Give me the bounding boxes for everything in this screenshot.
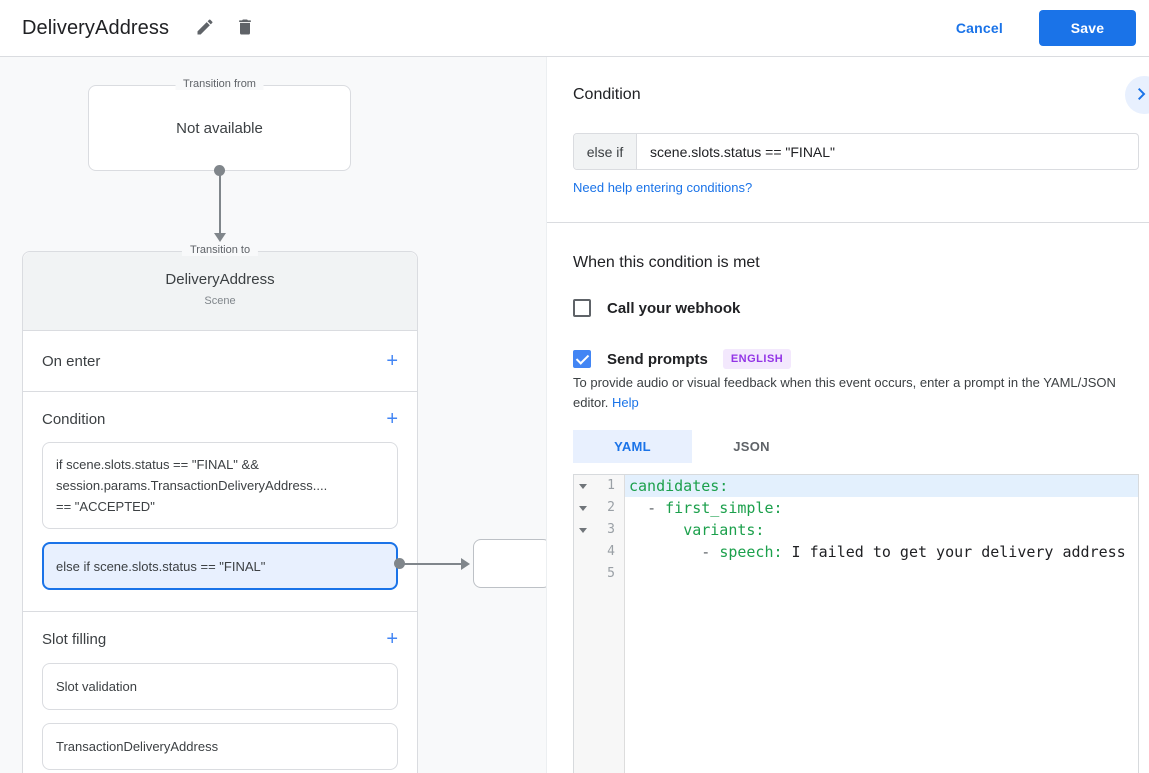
panel-divider <box>547 222 1149 223</box>
scene-name: DeliveryAddress <box>165 271 275 288</box>
connector-dot <box>394 558 405 569</box>
trash-icon <box>235 17 255 40</box>
arrow-down-icon <box>213 233 226 242</box>
transition-from-box: Transition from Not available <box>88 78 351 171</box>
arrow-right-icon <box>461 557 470 570</box>
send-prompts-label: Send prompts <box>607 350 708 368</box>
condition-label: Condition <box>42 410 106 428</box>
condition-section: Condition + if scene.slots.status == "FI… <box>23 392 417 612</box>
editor-gutter: 1 2 3 4 5 <box>574 475 625 773</box>
fold-chevron-down-icon[interactable] <box>579 506 587 511</box>
slot-filling-label: Slot filling <box>42 630 107 648</box>
code-segment-key: variants: <box>683 521 765 539</box>
line-number: 5 <box>607 566 615 581</box>
editor-code-area[interactable]: candidates: - first_simple: variants: - … <box>625 475 1138 773</box>
code-segment-plain <box>629 499 647 517</box>
on-enter-label: On enter <box>42 352 101 370</box>
panel-title: Condition <box>573 86 641 103</box>
add-condition-button[interactable]: + <box>386 408 398 430</box>
slot-item-validation[interactable]: Slot validation <box>42 663 398 710</box>
code-segment-plain: I failed to get your delivery address <box>782 543 1126 561</box>
code-segment-meta: - <box>647 499 666 517</box>
scene-card: Transition to DeliveryAddress Scene On e… <box>22 244 418 773</box>
cancel-button[interactable]: Cancel <box>955 20 1003 36</box>
editor-line[interactable] <box>625 563 1138 585</box>
editor-format-tabs: YAML JSON <box>573 430 811 463</box>
call-webhook-row[interactable]: Call your webhook <box>573 299 740 317</box>
editor-line[interactable]: candidates: <box>625 475 1138 497</box>
condition-item-else-if-selected[interactable]: else if scene.slots.status == "FINAL" <box>42 542 398 590</box>
editor-gutter-row: 3 <box>574 519 624 541</box>
transition-to-legend: Transition to <box>181 244 259 256</box>
condition-line: session.params.TransactionDeliveryAddres… <box>56 478 328 493</box>
code-segment-meta: - <box>701 543 720 561</box>
add-on-enter-button[interactable]: + <box>386 350 398 372</box>
add-slot-button[interactable]: + <box>386 628 398 650</box>
condition-editor-panel: Condition else if Need help entering con… <box>546 57 1149 773</box>
webhook-checkbox[interactable] <box>573 299 591 317</box>
editor-line[interactable]: - first_simple: <box>625 497 1138 519</box>
connector-line <box>218 171 221 233</box>
fold-chevron-down-icon[interactable] <box>579 484 587 489</box>
code-segment-key: first_simple: <box>665 499 783 517</box>
condition-line: if scene.slots.status == "FINAL" && <box>56 457 259 472</box>
code-segment-key: speech: <box>719 543 783 561</box>
pencil-icon <box>195 17 215 40</box>
top-bar: DeliveryAddress Cancel Save <box>0 0 1149 57</box>
code-segment-key: candidates: <box>629 477 729 495</box>
edit-scene-button[interactable] <box>189 12 221 44</box>
language-badge: ENGLISH <box>722 349 792 369</box>
line-number: 3 <box>607 522 615 537</box>
editor-gutter-row: 4 <box>574 541 624 563</box>
slot-filling-section-header: Slot filling + <box>42 626 398 652</box>
yaml-code-editor[interactable]: 1 2 3 4 5 candidates: - first_simple: varian… <box>573 474 1139 773</box>
transition-from-value: Not available <box>176 119 263 137</box>
editor-gutter-row: 2 <box>574 497 624 519</box>
chevron-right-icon <box>1125 82 1149 109</box>
line-number: 4 <box>607 544 615 559</box>
page-title: DeliveryAddress <box>22 16 170 39</box>
condition-expression-input[interactable] <box>637 134 1138 169</box>
webhook-label: Call your webhook <box>607 299 741 317</box>
condition-prefix-label: else if <box>574 134 637 169</box>
tab-yaml[interactable]: YAML <box>573 430 692 463</box>
condition-section-header: Condition + <box>42 406 398 432</box>
connector-line <box>400 562 461 565</box>
content-area: Transition from Not available Transition… <box>0 57 1149 773</box>
line-number: 2 <box>607 500 615 515</box>
editor-gutter-row: 1 <box>574 475 624 497</box>
line-number: 1 <box>607 478 615 493</box>
save-button[interactable]: Save <box>1039 10 1136 46</box>
hint-text: To provide audio or visual feedback when… <box>573 375 1116 410</box>
editor-line[interactable]: - speech: I failed to get your delivery … <box>625 541 1138 563</box>
condition-item-if[interactable]: if scene.slots.status == "FINAL" && sess… <box>42 442 398 529</box>
slot-item-transaction-delivery-address[interactable]: TransactionDeliveryAddress <box>42 723 398 770</box>
when-condition-met-title: When this condition is met <box>573 254 760 271</box>
delete-scene-button[interactable] <box>229 12 261 44</box>
code-segment-plain <box>629 543 701 561</box>
editor-gutter-row: 5 <box>574 563 624 585</box>
hint-help-link[interactable]: Help <box>612 395 639 410</box>
on-enter-row: On enter + <box>23 331 417 392</box>
condition-line: == "ACCEPTED" <box>56 499 155 514</box>
condition-expression-row: else if <box>573 133 1139 170</box>
send-prompts-row[interactable]: Send prompts ENGLISH <box>573 349 792 369</box>
connector-dot <box>214 165 225 176</box>
condition-help-link[interactable]: Need help entering conditions? <box>573 180 753 195</box>
tab-json[interactable]: JSON <box>733 439 770 454</box>
transition-target-node[interactable] <box>473 539 546 588</box>
slot-filling-section: Slot filling + Slot validation Transacti… <box>23 612 417 770</box>
code-segment-plain <box>629 521 683 539</box>
scene-type-label: Scene <box>204 295 236 307</box>
scene-card-header: DeliveryAddress Scene <box>23 252 417 331</box>
scene-canvas: Transition from Not available Transition… <box>0 57 546 773</box>
editor-line[interactable]: variants: <box>625 519 1138 541</box>
prompts-hint: To provide audio or visual feedback when… <box>573 373 1139 413</box>
collapse-panel-button[interactable] <box>1125 76 1149 114</box>
send-prompts-checkbox[interactable] <box>573 350 591 368</box>
fold-chevron-down-icon[interactable] <box>579 528 587 533</box>
transition-from-legend: Transition from <box>175 78 264 90</box>
